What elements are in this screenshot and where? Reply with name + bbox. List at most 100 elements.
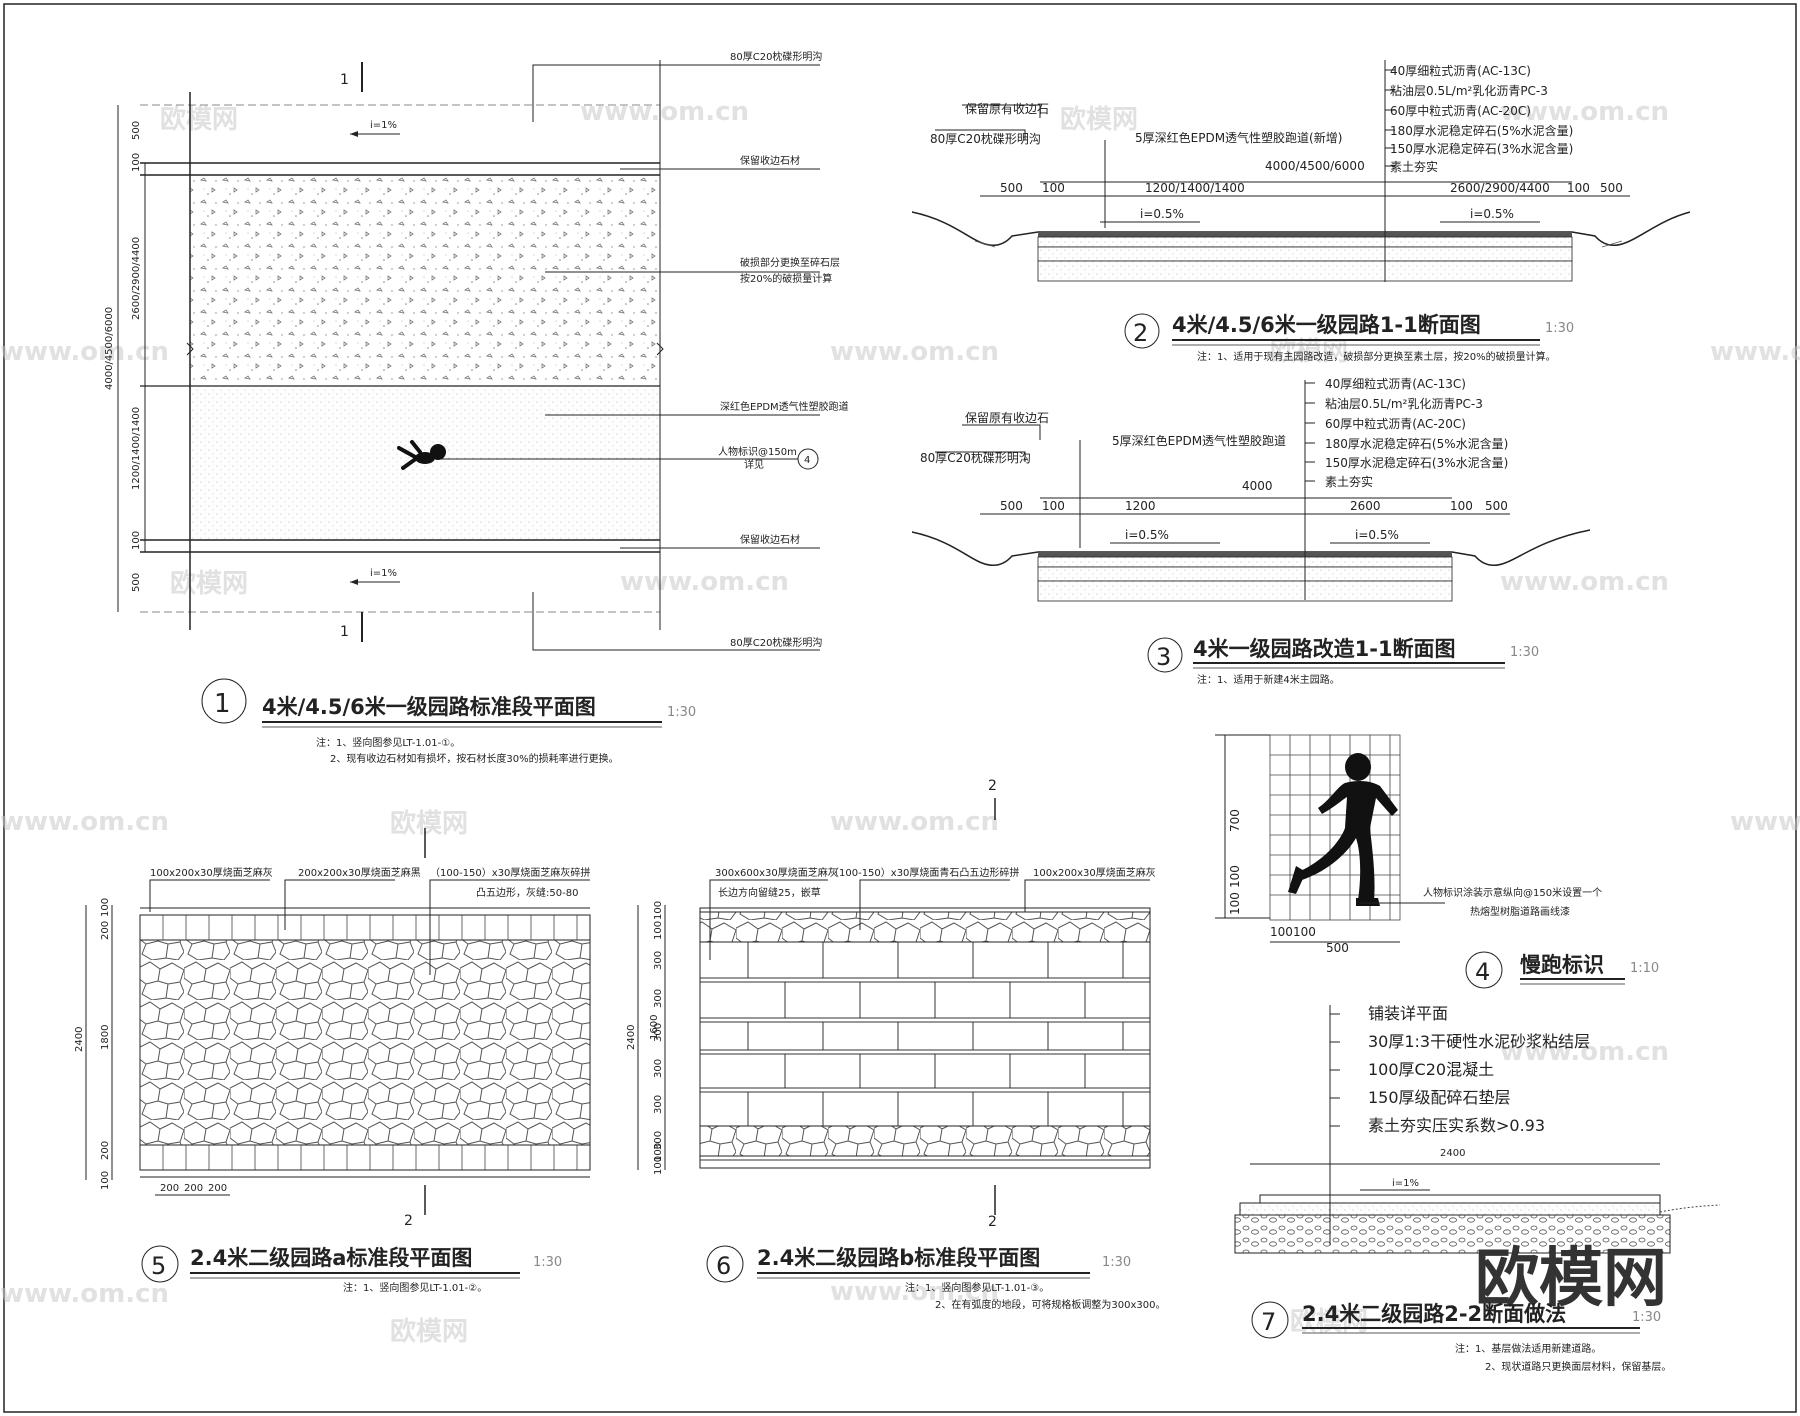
label: （100-150）x30厚烧面青石凸五边形碎拼 — [829, 866, 1019, 879]
dim-text: 100 — [1228, 892, 1242, 915]
watermark-text: 欧模网 — [390, 808, 468, 839]
label: 100x200x30厚烧面芝麻灰 — [1033, 866, 1156, 879]
label: 保留原有收边石 — [965, 411, 1049, 425]
dim-text: 200 — [160, 1183, 179, 1194]
dim-text: 200 — [184, 1183, 203, 1194]
dim-total: 2400 — [74, 1027, 85, 1052]
dim-text: 100 — [100, 1171, 111, 1190]
label: 保留收边石材 — [740, 154, 800, 167]
drawing-5-plan-a: 100 200 1800 200 100 2400 200 200 200 10… — [74, 828, 591, 1294]
watermark-text: www.om.cn — [1500, 97, 1669, 127]
drawing-scale: 1:30 — [667, 705, 696, 720]
label: 人物标识涂装示意纵向@150米设置一个 — [1423, 886, 1602, 899]
layer-label: 180厚水泥稳定碎石(5%水泥含量) — [1390, 123, 1573, 138]
dim-text: 1800 — [100, 1025, 111, 1050]
dim-text: 300 — [653, 989, 664, 1008]
drawing-scale: 1:30 — [1545, 321, 1574, 336]
label: 人物标识@150m — [718, 445, 797, 458]
layer-label: 素土夯实压实系数>0.93 — [1368, 1116, 1545, 1135]
layer-label: 素土夯实 — [1390, 159, 1438, 174]
label: 深红色EPDM透气性塑胶跑道 — [720, 400, 849, 413]
dim-text: 500 — [1485, 499, 1508, 513]
label: 5厚深红色EPDM透气性塑胶跑道(新增) — [1135, 130, 1342, 145]
slope-label: i=1% — [370, 568, 397, 579]
sheet-border — [3, 3, 1797, 1413]
slope-label: i=1% — [1392, 1178, 1419, 1189]
watermark-text: www.om.cn — [1730, 807, 1800, 837]
layer-label: 180厚水泥稳定碎石(5%水泥含量) — [1325, 436, 1508, 451]
label: 凸五边形，灰缝:50-80 — [476, 886, 578, 899]
slope-label: i=0.5% — [1125, 528, 1169, 542]
watermark-text: 欧模网 — [1290, 1306, 1368, 1337]
dim-text: 300 — [653, 1095, 664, 1114]
drawing-title: 4米/4.5/6米一级园路1-1断面图 — [1172, 313, 1481, 337]
layer-label: 40厚细粒式沥青(AC-13C) — [1325, 376, 1466, 391]
title-number: 5 — [151, 1252, 166, 1280]
drawing-7-section: 铺装详平面 30厚1:3干硬性水泥砂浆粘结层 100厚C20混凝土 150厚级配… — [1234, 1004, 1721, 1373]
watermark-text: 欧模网 — [170, 568, 248, 599]
dim-text: 4000 — [1242, 479, 1273, 493]
label: 保留收边石材 — [740, 533, 800, 546]
drawing-6-plan-b: 100 100 300 300 300 300 300 300 100 100 … — [626, 778, 1165, 1311]
dim-text: 500 — [131, 573, 142, 592]
label: 300x600x30厚烧面芝麻灰 — [715, 866, 838, 879]
note: 注：1、适用于新建4米主园路。 — [1197, 673, 1340, 686]
dim-text: 4000/4500/6000 — [1265, 159, 1365, 173]
watermark-text: www.om.cn — [830, 337, 999, 367]
drawing-scale: 1:10 — [1630, 961, 1659, 976]
label: 80厚C20枕碟形明沟 — [730, 50, 822, 63]
drawing-4-runner-detail: 700 100 100 100 100 500 人物标识涂装示意纵向@150米设… — [1215, 734, 1659, 989]
label: 保留原有收边石 — [965, 102, 1049, 116]
note: 2、在有弧度的地段，可将规格板调整为300x300。 — [935, 1298, 1165, 1311]
label: 80厚C20枕碟形明沟 — [920, 450, 1031, 465]
dim-text: 1200/1400/1400 — [131, 407, 142, 490]
dim-text: 100 — [100, 898, 111, 917]
dim-text: 100 — [1293, 925, 1316, 939]
slope-label: i=1% — [370, 120, 397, 131]
drawing-scale: 1:30 — [1632, 1310, 1661, 1325]
drawing-1-plan: 1 1 i=1% i=1% 500 100 2600/2900/4400 120… — [104, 50, 849, 765]
layer-label: 素土夯实 — [1325, 474, 1373, 489]
detail-ref: 4 — [804, 455, 810, 466]
dim-text: 100 — [1042, 181, 1065, 195]
dim-text: 100 — [1042, 499, 1065, 513]
layer-label: 150厚水泥稳定碎石(3%水泥含量) — [1325, 455, 1508, 470]
dim-text: 100 — [1270, 925, 1293, 939]
label: 5厚深红色EPDM透气性塑胶跑道 — [1112, 433, 1286, 448]
dim-text: 200 — [100, 921, 111, 940]
dim-text: 200 — [208, 1183, 227, 1194]
note: 2、现有收边石材如有损坏，按石材长度30%的损耗率进行更换。 — [330, 752, 619, 765]
label: 详见 — [744, 458, 764, 471]
layer-label: 60厚中粒式沥青(AC-20C) — [1325, 416, 1466, 431]
layer-label: 40厚细粒式沥青(AC-13C) — [1390, 63, 1531, 78]
dim-text: 100 — [131, 153, 142, 172]
dim-text: 2600/2900/4400 — [1450, 181, 1550, 195]
dim-text: 500 — [1326, 941, 1349, 955]
drawing-title: 4米一级园路改造1-1断面图 — [1193, 637, 1456, 661]
layer-label: 粘油层0.5L/m²乳化沥青PC-3 — [1325, 396, 1483, 411]
watermark-text: www.om.cn — [1500, 567, 1669, 597]
title-number: 4 — [1475, 958, 1490, 986]
dim-text: 300 — [653, 1131, 664, 1150]
dim-text: 100 — [1567, 181, 1590, 195]
note: 注：1、适用于现有主园路改造，破损部分更换至素土层，按20%的破损量计算。 — [1197, 350, 1556, 363]
layer-callouts: 40厚细粒式沥青(AC-13C) 粘油层0.5L/m²乳化沥青PC-3 60厚中… — [1305, 376, 1508, 489]
note: 注：1、竖向图参见LT-1.01-①。 — [316, 736, 460, 749]
dim-text: 200 — [100, 1141, 111, 1160]
dim-text: 100 — [1450, 499, 1473, 513]
drawing-scale: 1:30 — [533, 1255, 562, 1270]
dim-text: 500 — [1000, 181, 1023, 195]
section-mark-top: 1 — [340, 72, 349, 88]
dim-text: 100 — [653, 1143, 664, 1162]
drawing-title: 慢跑标识 — [1520, 953, 1604, 977]
title-number: 7 — [1261, 1308, 1276, 1336]
runner-icon — [1288, 753, 1398, 906]
label: 长边方向留缝25，嵌草 — [718, 886, 821, 899]
dim-text: 100 — [1228, 865, 1242, 888]
watermarks: 欧模网 www.om.cn 欧模网 www.om.cn www.om.cn 欧模… — [0, 97, 1800, 1347]
layer-callouts: 铺装详平面 30厚1:3干硬性水泥砂浆粘结层 100厚C20混凝土 150厚级配… — [1330, 1004, 1590, 1135]
dim-text: 1200/1400/1400 — [1145, 181, 1245, 195]
dim-text: 100 — [131, 531, 142, 550]
dim-text: 300 — [653, 1059, 664, 1078]
dim-text: 100 — [653, 921, 664, 940]
